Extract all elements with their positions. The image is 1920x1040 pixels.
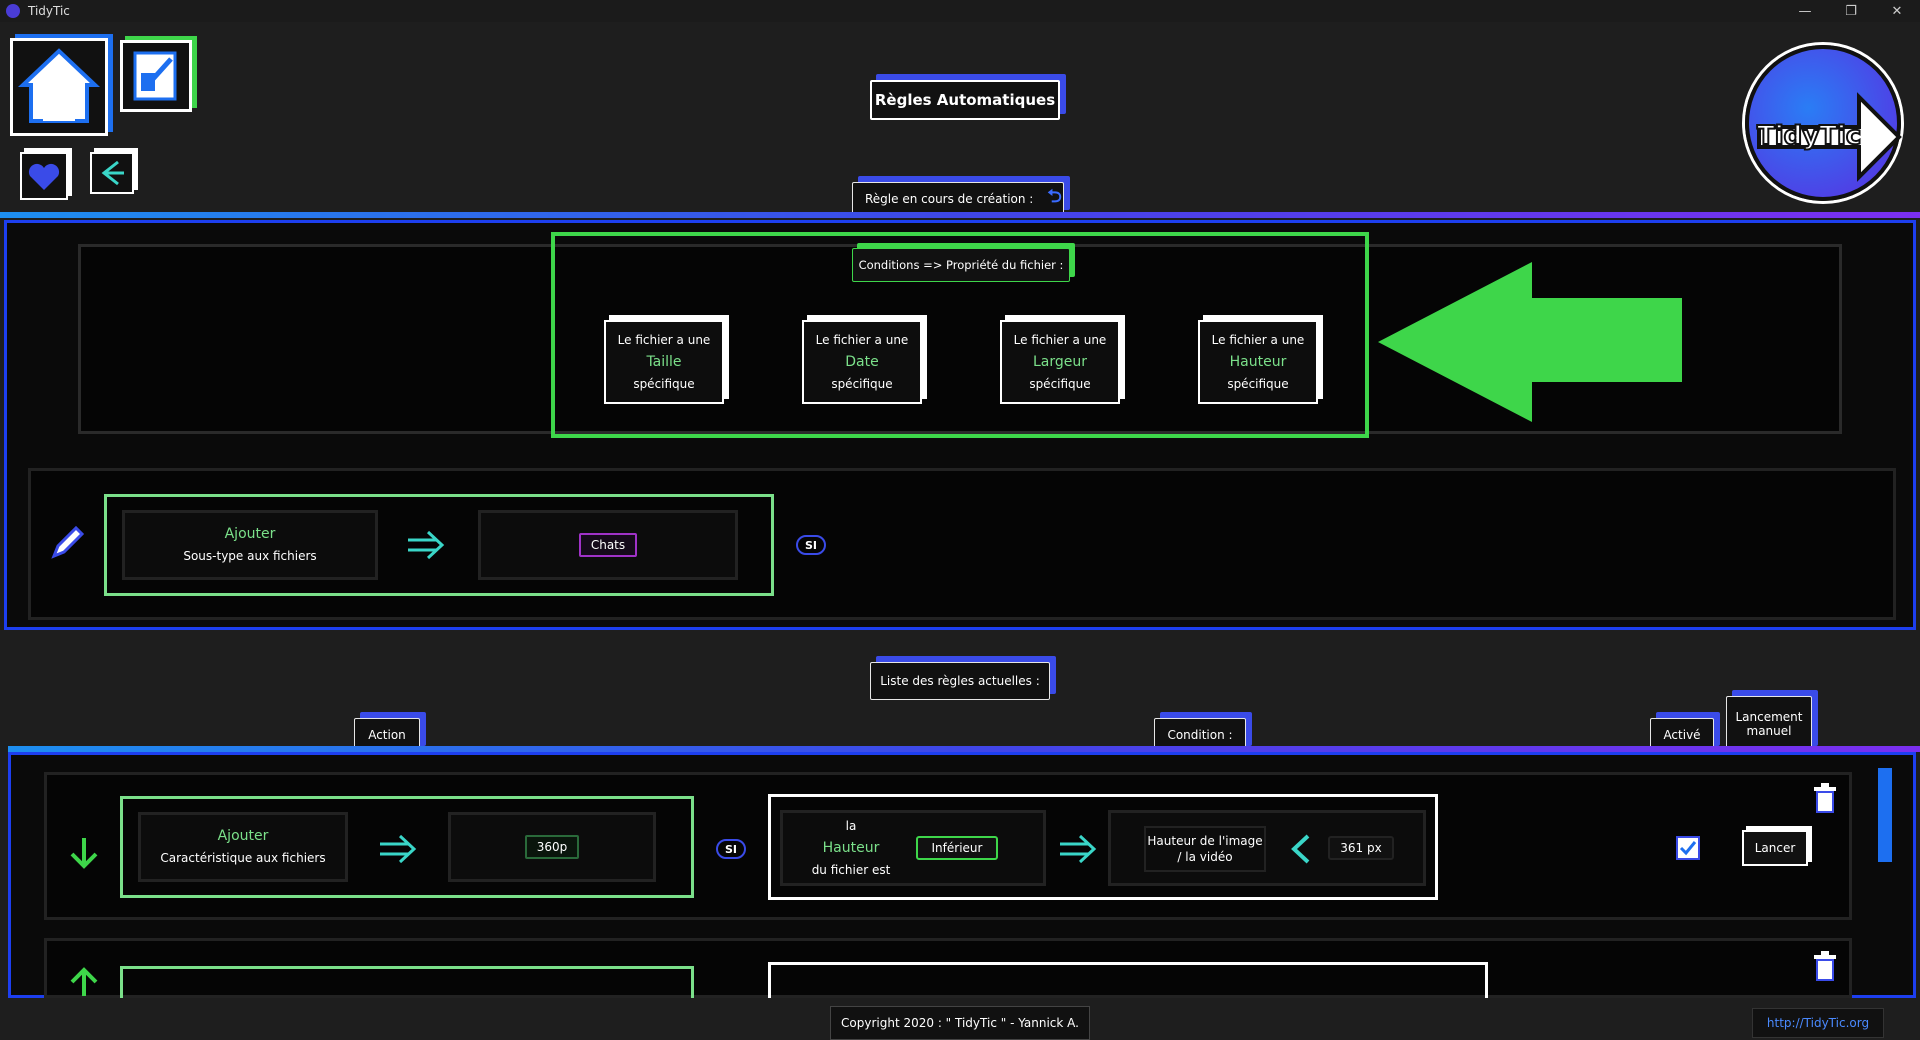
launch-button[interactable]: Lancer	[1742, 830, 1808, 866]
rule-action-value-box[interactable]: 360p	[448, 812, 656, 882]
tag-360p: 360p	[524, 835, 580, 859]
pencil-icon[interactable]	[48, 522, 88, 562]
action-builder	[104, 494, 774, 596]
app-icon	[6, 4, 20, 18]
action-title: Ajouter	[224, 526, 276, 542]
rule-condition-prop: la Hauteur du fichier est	[786, 812, 916, 884]
condition-height-button[interactable]: Le fichier a une Hauteur spécifique	[1198, 320, 1318, 404]
condition-line: spécifique	[1227, 377, 1289, 391]
condition-line: Le fichier a une	[617, 333, 711, 347]
pointer-arrow-icon	[1378, 262, 1682, 422]
rules-list-label: Liste des règles actuelles :	[870, 662, 1050, 700]
title-bar: TidyTic — ❐ ✕	[0, 0, 1920, 22]
condition-prop: Date	[845, 354, 879, 370]
condition-tail: du fichier est	[811, 863, 891, 877]
rule-action-group	[120, 796, 694, 898]
rule-condition-group	[768, 794, 1438, 900]
checkmark-icon	[1679, 841, 1697, 856]
double-arrow-right-icon	[408, 530, 445, 560]
home-icon	[17, 48, 101, 123]
edit-rules-button[interactable]	[120, 40, 192, 112]
home-button[interactable]	[10, 38, 108, 136]
rule-action-type-box[interactable]: Ajouter Caractéristique aux fichiers	[138, 812, 348, 882]
rules-scrollbar[interactable]	[1878, 768, 1892, 862]
column-condition-header: Condition :	[1154, 718, 1246, 752]
condition-width-button[interactable]: Le fichier a une Largeur spécifique	[1000, 320, 1120, 404]
arrow-up-icon[interactable]	[66, 966, 102, 998]
trash-icon[interactable]	[1810, 950, 1840, 982]
document-edit-icon	[133, 51, 177, 101]
conditions-label: Conditions => Propriété du fichier :	[852, 248, 1070, 282]
si-badge: SI	[796, 535, 826, 555]
condition-la: la	[845, 819, 857, 833]
double-arrow-right-icon	[380, 834, 417, 864]
action-type-box[interactable]: Ajouter Sous-type aux fichiers	[122, 510, 378, 580]
arrow-down-icon[interactable]	[66, 836, 102, 870]
restore-button[interactable]: ❐	[1845, 3, 1857, 19]
condition-prop: Largeur	[1032, 354, 1088, 370]
creation-label: Règle en cours de création : ⮌	[852, 182, 1064, 216]
condition-prop: Taille	[646, 354, 682, 370]
close-button[interactable]: ✕	[1891, 3, 1903, 19]
rule-si-badge: SI	[716, 839, 746, 859]
website-link[interactable]: http://TidyTic.org	[1752, 1008, 1884, 1038]
condition-line: spécifique	[633, 377, 695, 391]
less-than-icon	[1291, 834, 1310, 864]
rules-top-bar	[8, 746, 1920, 752]
double-arrow-right-icon	[1060, 834, 1097, 864]
condition-line: Le fichier a une	[1211, 333, 1305, 347]
favorites-button[interactable]	[20, 152, 68, 200]
condition-line: spécifique	[1029, 377, 1091, 391]
condition-line: spécifique	[831, 377, 893, 391]
condition-target: Hauteur de l'image / la vidéo	[1144, 826, 1266, 872]
column-manual-header: Lancement manuel	[1726, 696, 1812, 752]
back-button[interactable]	[90, 152, 134, 194]
logo-text: TidyTic	[1756, 120, 1862, 152]
rule-condition-group	[768, 962, 1488, 998]
condition-prop: Hauteur	[1229, 354, 1287, 370]
condition-date-button[interactable]: Le fichier a une Date spécifique	[802, 320, 922, 404]
action-subtitle: Sous-type aux fichiers	[183, 549, 317, 563]
minimize-button[interactable]: —	[1798, 3, 1812, 19]
rule-action-title: Ajouter	[217, 828, 269, 844]
condition-prop: Hauteur	[822, 840, 880, 856]
heart-icon	[28, 163, 60, 190]
creation-top-bar	[0, 212, 1920, 218]
condition-line: Le fichier a une	[1013, 333, 1107, 347]
condition-line: Le fichier a une	[815, 333, 909, 347]
arrow-left-icon	[101, 160, 124, 186]
tidytic-logo: TidyTic	[1745, 45, 1902, 201]
page-title: Règles Automatiques	[870, 80, 1060, 120]
active-checkbox[interactable]	[1676, 836, 1700, 860]
action-value-box[interactable]: Chats	[478, 510, 738, 580]
conditions-group	[551, 232, 1369, 438]
trash-icon[interactable]	[1810, 782, 1840, 814]
rule-condition-prop-box[interactable]	[780, 810, 1046, 886]
tag-chats: Chats	[578, 533, 638, 557]
condition-size-button[interactable]: Le fichier a une Taille spécifique	[604, 320, 724, 404]
copyright-text: Copyright 2020 : " TidyTic " - Yannick A…	[830, 1006, 1090, 1040]
undo-icon[interactable]: ⮌	[1047, 186, 1062, 207]
rule-action-group	[120, 966, 694, 998]
window-title: TidyTic	[28, 4, 70, 18]
comparator-badge[interactable]: Inférieur	[916, 836, 998, 860]
px-value-badge: 361 px	[1328, 836, 1394, 860]
rule-action-subtitle: Caractéristique aux fichiers	[160, 851, 326, 865]
